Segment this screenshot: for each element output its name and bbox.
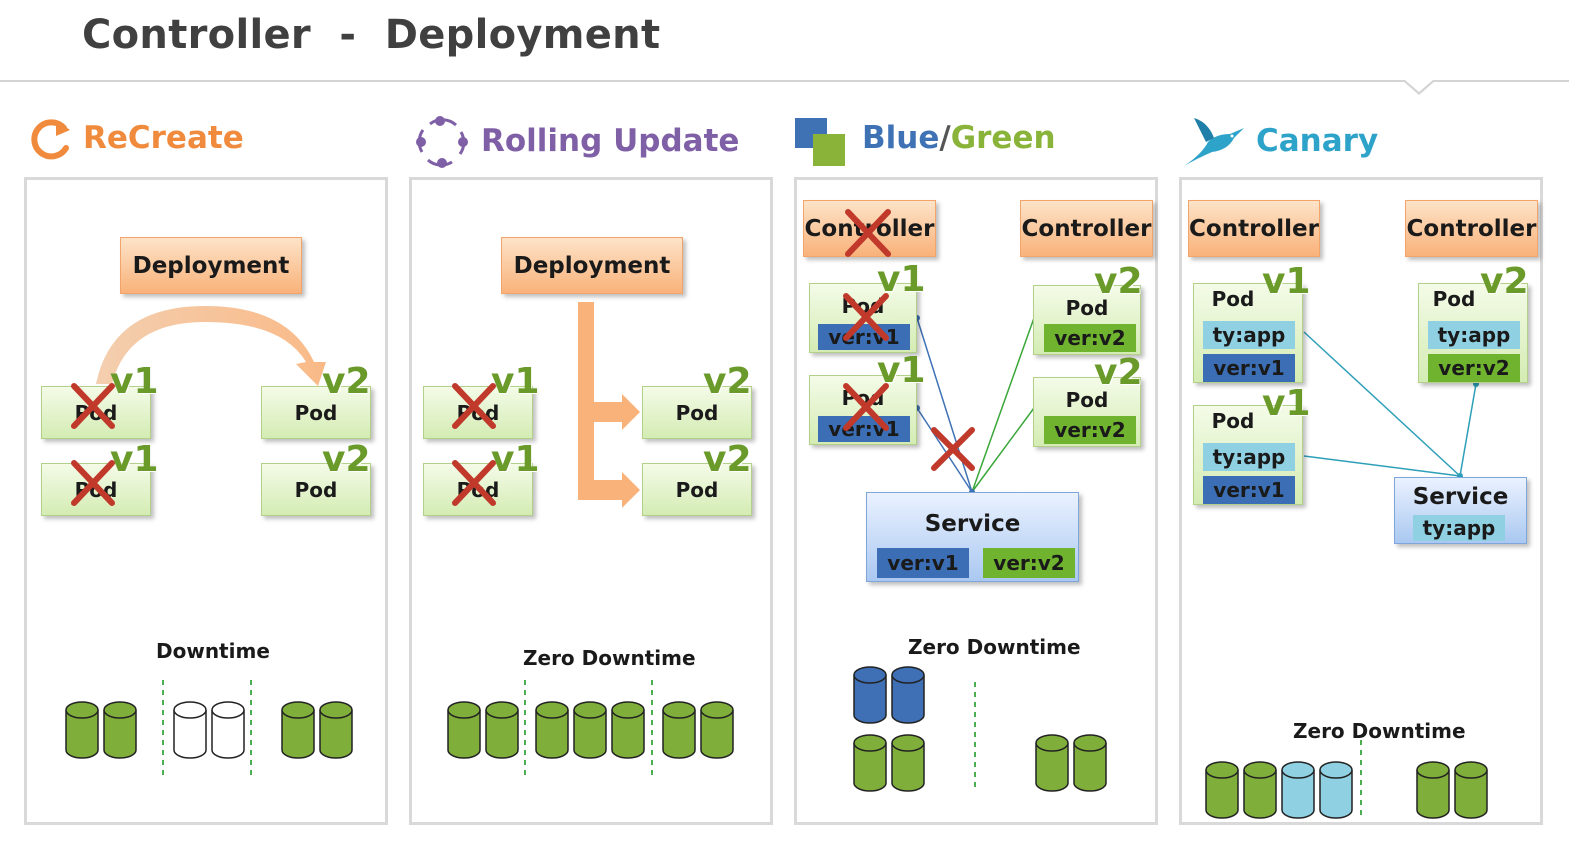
pod-tag-ver-v1: ver:v1 bbox=[1203, 354, 1295, 382]
pod-label: Pod bbox=[1211, 409, 1255, 433]
canary-pod-v2: Pod ty:app ver:v2 bbox=[1418, 283, 1528, 383]
pod-label: Pod bbox=[74, 401, 118, 425]
page-title: Controller - Deployment bbox=[82, 12, 661, 58]
rolling-pod-v2-b: Pod bbox=[642, 463, 752, 516]
canary-service-box: Service ty:app bbox=[1394, 477, 1527, 544]
version-label-v1: v1 bbox=[110, 439, 159, 480]
recreate-caption: Downtime bbox=[156, 639, 270, 663]
rolling-pod-v2-a: Pod bbox=[642, 386, 752, 439]
version-label-v2: v2 bbox=[703, 361, 752, 402]
version-label-v1: v1 bbox=[877, 259, 926, 300]
canary-caption: Zero Downtime bbox=[1293, 719, 1466, 743]
rotation-arrows-icon bbox=[416, 116, 468, 168]
blue-controller-box: Controller bbox=[803, 200, 936, 257]
canary-pod-v1-a: Pod ty:app ver:v1 bbox=[1193, 283, 1303, 383]
title-divider-notch bbox=[1403, 80, 1435, 95]
green-pod-v2-b: Pod ver:v2 bbox=[1033, 377, 1141, 447]
canary-controller-v2-box: Controller bbox=[1405, 200, 1538, 257]
blue-word: Blue bbox=[862, 120, 940, 156]
pod-label: Pod bbox=[74, 478, 118, 502]
pod-label: Pod bbox=[1065, 388, 1109, 412]
pod-tag-ty-app: ty:app bbox=[1203, 321, 1295, 349]
version-label-v2: v2 bbox=[322, 439, 371, 480]
pod-label: Pod bbox=[1211, 287, 1255, 311]
blue-green-service-box: Service ver:v1 ver:v2 bbox=[866, 492, 1079, 582]
recreate-deployment-box: Deployment bbox=[120, 237, 302, 294]
version-label-v1: v1 bbox=[877, 350, 926, 391]
recreate-pod-v2-a: Pod bbox=[261, 386, 371, 439]
green-pod-v2-a: Pod ver:v2 bbox=[1033, 285, 1141, 355]
pod-tag-ty-app: ty:app bbox=[1203, 443, 1295, 471]
version-label-v1: v1 bbox=[491, 361, 540, 402]
version-label-v2: v2 bbox=[322, 361, 371, 402]
version-label-v1: v1 bbox=[110, 361, 159, 402]
service-label: Service bbox=[1412, 484, 1509, 510]
green-word: Green bbox=[950, 120, 1056, 156]
pod-label: Pod bbox=[456, 401, 500, 425]
rolling-deployment-box: Deployment bbox=[501, 237, 683, 294]
service-tag-ty-app: ty:app bbox=[1413, 515, 1505, 541]
circular-arrow-icon bbox=[31, 119, 70, 160]
pod-label: Pod bbox=[294, 401, 338, 425]
recreate-pod-v2-b: Pod bbox=[261, 463, 371, 516]
pod-label: Pod bbox=[675, 401, 719, 425]
blue-green-heading: Blue/Green bbox=[862, 120, 1056, 156]
version-label-v1: v1 bbox=[491, 439, 540, 480]
canary-pod-v1-b: Pod ty:app ver:v1 bbox=[1193, 405, 1303, 505]
service-label: Service bbox=[924, 511, 1021, 537]
green-controller-box: Controller bbox=[1020, 200, 1153, 257]
rolling-caption: Zero Downtime bbox=[523, 646, 696, 670]
title-divider bbox=[0, 80, 1569, 82]
pod-tag-ver-v2: ver:v2 bbox=[1428, 354, 1520, 382]
pod-tag-ver-v2: ver:v2 bbox=[1044, 324, 1136, 352]
heading-slash: / bbox=[939, 120, 951, 156]
overlapping-squares-icon bbox=[795, 118, 845, 166]
pod-label: Pod bbox=[456, 478, 500, 502]
version-label-v1: v1 bbox=[1262, 383, 1311, 424]
pod-tag-ver-v2: ver:v2 bbox=[1044, 416, 1136, 444]
bird-icon bbox=[1184, 118, 1244, 166]
version-label-v2: v2 bbox=[703, 439, 752, 480]
service-tag-ver-v1: ver:v1 bbox=[877, 548, 969, 578]
pod-tag-ty-app: ty:app bbox=[1428, 321, 1520, 349]
canary-controller-v1-box: Controller bbox=[1188, 200, 1320, 257]
pod-label: Pod bbox=[1432, 287, 1476, 311]
pod-label: Pod bbox=[294, 478, 338, 502]
recreate-heading: ReCreate bbox=[83, 120, 244, 156]
version-label-v2: v2 bbox=[1094, 352, 1143, 393]
rolling-update-heading: Rolling Update bbox=[481, 123, 740, 159]
pod-tag-ver-v1: ver:v1 bbox=[1203, 476, 1295, 504]
version-label-v2: v2 bbox=[1480, 261, 1529, 302]
pod-label: Pod bbox=[1065, 296, 1109, 320]
pod-label: Pod bbox=[675, 478, 719, 502]
version-label-v2: v2 bbox=[1094, 261, 1143, 302]
version-label-v1: v1 bbox=[1262, 261, 1311, 302]
pod-tag-ver-v1: ver:v1 bbox=[818, 416, 910, 442]
canary-heading: Canary bbox=[1256, 123, 1379, 159]
pod-tag-ver-v1: ver:v1 bbox=[818, 324, 910, 350]
blue-green-caption: Zero Downtime bbox=[908, 635, 1081, 659]
service-tag-ver-v2: ver:v2 bbox=[983, 548, 1075, 578]
